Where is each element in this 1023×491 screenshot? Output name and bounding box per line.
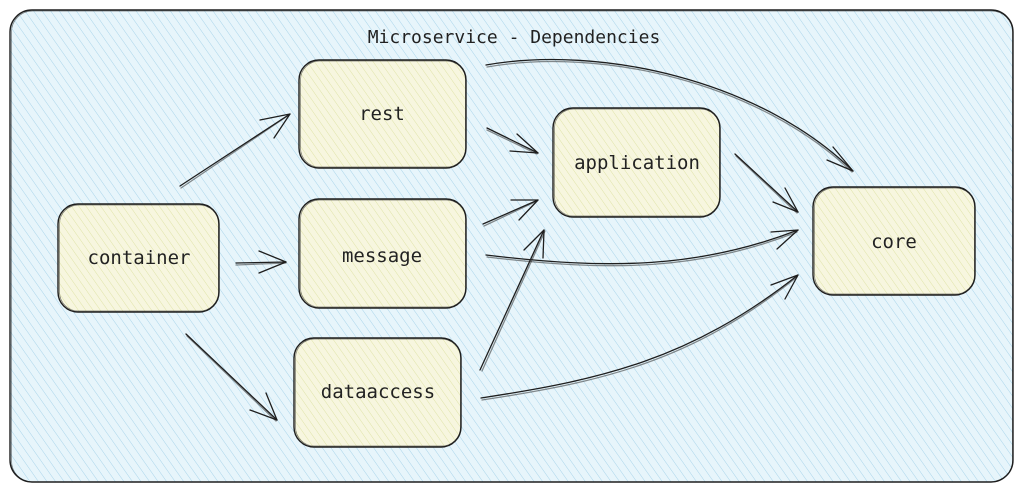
node-dataaccess-label: dataaccess (321, 381, 435, 403)
edge-rest-to-application (486, 127, 539, 155)
edge-dataaccess-to-core (480, 274, 799, 401)
node-core-label: core (871, 231, 917, 253)
node-rest: rest (298, 59, 467, 169)
edge-container-to-rest (179, 113, 291, 189)
edge-dataaccess-to-application (479, 229, 546, 372)
node-message: message (298, 198, 467, 309)
edge-container-to-dataaccess (185, 333, 278, 422)
node-core: core (812, 186, 976, 296)
microservice-frame (9, 9, 1014, 483)
edges (179, 58, 854, 422)
edge-application-to-core (734, 153, 799, 214)
node-rest-label: rest (359, 103, 405, 125)
node-container: container (57, 203, 220, 313)
node-container-label: container (88, 247, 191, 269)
edge-message-to-application (482, 199, 539, 227)
node-dataaccess: dataaccess (293, 337, 462, 448)
node-message-label: message (342, 245, 422, 267)
diagram-title: Microservice - Dependencies (368, 27, 661, 48)
edge-container-to-message (235, 250, 287, 274)
edge-rest-to-core (485, 58, 854, 173)
node-application: application (552, 107, 721, 218)
node-application-label: application (574, 152, 700, 174)
